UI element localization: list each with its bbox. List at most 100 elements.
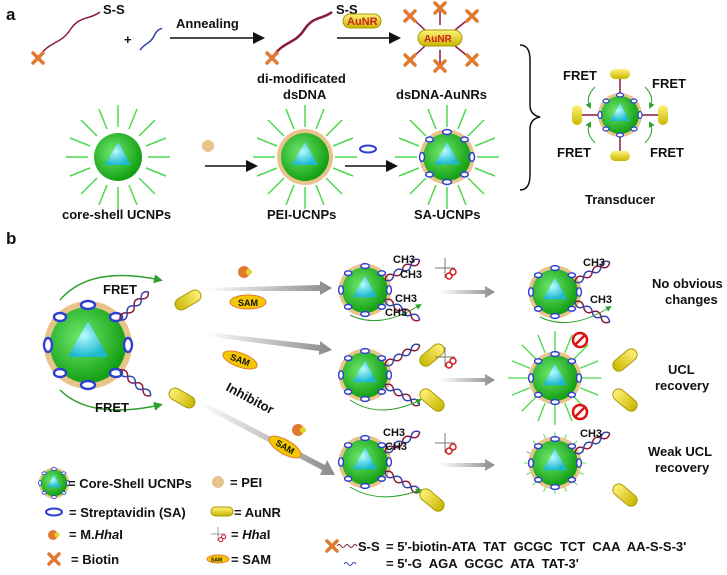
outcome-line2: recovery xyxy=(655,460,710,475)
aunr-icon xyxy=(342,13,382,29)
panel-a-label: a xyxy=(6,5,16,24)
svg-text:CH3: CH3 xyxy=(400,269,422,281)
outcome-line1: UCL xyxy=(668,362,695,377)
svg-text:CH3: CH3 xyxy=(583,257,605,269)
svg-text:CH3: CH3 xyxy=(393,254,415,266)
dsdna-label: dsDNA xyxy=(283,87,327,102)
outcome-line1: Weak UCL xyxy=(648,444,712,459)
sam-legend-icon xyxy=(206,554,230,564)
sa-ucnps-label: SA-UCNPs xyxy=(414,207,480,222)
svg-text:CH3: CH3 xyxy=(385,307,407,319)
legend-mhhai: = M.HhaI xyxy=(69,527,123,542)
fret-label: FRET xyxy=(650,145,684,160)
cleavage-arrow xyxy=(440,286,495,298)
pathway-arrow xyxy=(205,332,332,355)
mhhai-icon xyxy=(292,424,304,436)
core-shell-ucnp xyxy=(66,105,170,209)
transducer-ucnp xyxy=(42,299,134,391)
sam-icon: SAM xyxy=(229,294,267,310)
cleavage-arrow xyxy=(440,459,495,471)
svg-text:CH3: CH3 xyxy=(385,441,407,453)
fret-label: FRET xyxy=(652,76,686,91)
brace xyxy=(519,44,541,191)
legend-core-shell: = Core-Shell UCNPs xyxy=(68,476,192,491)
ss-label-2: S-S xyxy=(336,2,358,17)
sa-ucnp xyxy=(394,104,500,210)
unmethylated-complex xyxy=(337,340,448,415)
mhhai-legend-icon xyxy=(48,530,58,540)
svg-text:CH3: CH3 xyxy=(590,294,612,306)
core-shell-label: core-shell UCNPs xyxy=(62,207,171,222)
aunr-tag: AuNR xyxy=(347,16,378,28)
streptavidin-icon xyxy=(359,144,377,154)
legend-pei: = PEI xyxy=(230,475,262,490)
blocked-icon xyxy=(571,331,589,349)
hhai-legend-icon xyxy=(210,526,227,543)
fret-label: FRET xyxy=(95,400,129,415)
legend-sa: = Streptavidin (SA) xyxy=(69,505,186,520)
aunr-icon xyxy=(166,385,198,411)
ss-label: S-S xyxy=(103,2,125,17)
legend-sam: = SAM xyxy=(231,552,271,567)
dsdna-strand xyxy=(117,366,154,399)
outcome-line1: No obvious xyxy=(652,276,723,291)
annealing-label: Annealing xyxy=(176,16,239,31)
sequences: S-S = 5'-biotin-ATA TAT GCGC TCT CAA AA-… xyxy=(325,539,686,571)
outcome-line2: changes xyxy=(665,292,718,307)
transducer-label: Transducer xyxy=(585,192,655,207)
outcome-line2: recovery xyxy=(655,378,710,393)
fret-arrow xyxy=(59,389,163,411)
sam-icon: SAM xyxy=(222,350,258,370)
seq1-prefix: S-S xyxy=(358,539,380,554)
plus-sign: + xyxy=(124,32,132,47)
biotin-icon xyxy=(325,539,339,553)
hhai-icon xyxy=(434,257,457,280)
sa-legend-icon xyxy=(45,507,63,517)
pei-ucnp xyxy=(252,104,358,210)
legend-biotin: = Biotin xyxy=(71,552,119,567)
ucnp-legend-icon xyxy=(38,467,70,499)
aunr-tag-2: AuNR xyxy=(424,34,453,45)
transducer-complex xyxy=(572,69,668,161)
biotin-icon xyxy=(265,51,279,65)
complementary-strand-icon xyxy=(343,562,357,566)
svg-text:CH3: CH3 xyxy=(580,428,602,440)
biotin-legend-icon xyxy=(47,552,61,566)
result-weak-recovery: CH3 xyxy=(523,428,641,510)
di-modified-label: di-modificated xyxy=(257,71,346,86)
complementary-strand xyxy=(139,27,163,51)
pei-ucnps-label: PEI-UCNPs xyxy=(267,207,336,222)
legend-hhai: = HhaI xyxy=(231,527,270,542)
dsdna-aunr: AuNR xyxy=(403,1,479,73)
mhhai-icon xyxy=(238,266,250,278)
hhai-icon xyxy=(434,432,457,455)
biotin-icon xyxy=(31,51,45,65)
sequence-2: = 5'-G AGA GCGC ATA TAT-3' xyxy=(386,556,579,571)
legend: = Core-Shell UCNPs = PEI = Streptavidin … xyxy=(38,467,281,567)
svg-text:SAM: SAM xyxy=(238,298,258,308)
svg-text:SAM: SAM xyxy=(211,558,222,564)
panel-b: b FRET FRET SAM SAM SAM Inhibitor CH3CH3… xyxy=(6,229,723,515)
fret-label: FRET xyxy=(557,145,591,160)
aunr-legend-icon xyxy=(210,506,234,517)
svg-text:CH3: CH3 xyxy=(383,427,405,439)
fret-label: FRET xyxy=(103,282,137,297)
cleavage-arrow xyxy=(440,374,495,386)
aunr-icon xyxy=(172,287,204,313)
dsdna xyxy=(270,10,333,59)
panel-a: a S-S + Annealing S-S AuNR AuNR di-modif… xyxy=(6,1,686,222)
pei-legend-icon xyxy=(212,476,224,488)
fret-label: FRET xyxy=(563,68,597,83)
legend-aunr: = AuNR xyxy=(234,505,281,520)
pathway-arrow xyxy=(205,281,332,295)
ss-strand xyxy=(37,11,101,59)
pei-icon xyxy=(202,140,214,152)
sam-icon: SAM xyxy=(268,435,302,459)
sequence-1: = 5'-biotin-ATA TAT GCGC TCT CAA AA-S-S-… xyxy=(386,539,686,554)
svg-text:CH3: CH3 xyxy=(395,293,417,305)
fret-arrow xyxy=(59,274,163,301)
